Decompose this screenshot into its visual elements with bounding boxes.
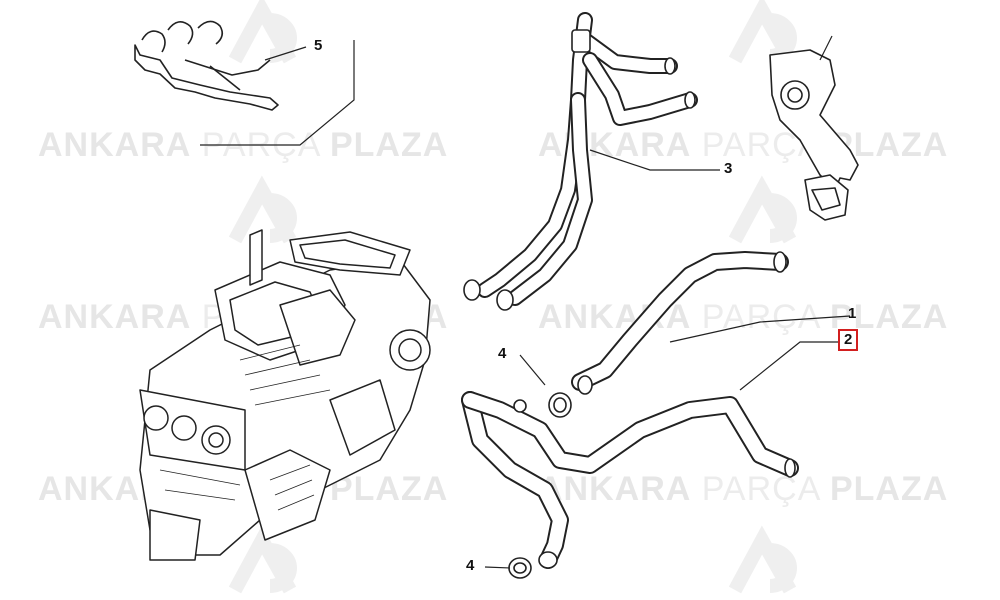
callout-4[interactable]: 4	[498, 345, 507, 362]
watermark-logo	[228, 0, 797, 594]
bracket-assembly	[769, 49, 859, 221]
callout-3[interactable]: 3	[724, 160, 733, 177]
callout-2-highlighted[interactable]: 2	[838, 329, 859, 351]
part-2-hose	[461, 391, 799, 569]
part-1-hose	[571, 251, 789, 391]
part-4-clamp	[508, 392, 572, 579]
part-3-hose	[477, 12, 698, 306]
watermark-text: ANKARA PARÇA PLAZA	[538, 470, 949, 508]
callout-4[interactable]: 4	[466, 557, 475, 574]
part-5-bracket	[134, 20, 279, 111]
callout-1[interactable]: 1	[848, 305, 857, 322]
watermark-text: ANKARA PARÇA PLAZA	[538, 126, 949, 164]
watermark-text: ANKARA PARÇA PLAZA	[538, 298, 949, 336]
heater-unit	[139, 229, 431, 561]
callout-5[interactable]: 5	[314, 37, 323, 54]
